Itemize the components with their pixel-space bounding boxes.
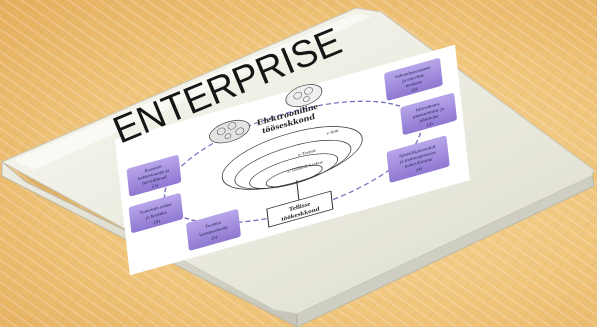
svg-text:ja ettevõtte: ja ettevõtte [401, 74, 425, 85]
center-connector [296, 180, 300, 201]
svg-text:(3): (3) [427, 122, 434, 128]
process-card-1: Koostöö kehtestamine ja huvirühmad (1) [126, 155, 182, 197]
svg-text:(1): (1) [152, 183, 159, 189]
svg-text:Koostöö: Koostöö [145, 165, 163, 174]
ring-label-2: e-Teenus [298, 149, 317, 158]
svg-text:teenuste: teenuste [406, 80, 423, 89]
svg-text:Infovahetus: Infovahetus [416, 102, 440, 113]
process-card-6: Tooteinfo esitus ja hooldus (6) [128, 193, 184, 233]
network-cloud-left [209, 119, 250, 144]
center-rings [221, 126, 363, 190]
process-card-2: Vahendusteenuste ja ettevõtte teenuste (… [384, 58, 443, 101]
svg-text:kontrollimine: kontrollimine [405, 158, 433, 170]
diagram-sheet: Elektrooniline tööseskkond e-liini e-Tee… [115, 44, 470, 276]
ring-label-1: e-liini [326, 129, 339, 137]
bottom-box [266, 190, 334, 228]
slab-highlight [14, 14, 372, 170]
svg-text:juhtimine: juhtimine [418, 114, 439, 124]
svg-text:(5): (5) [211, 235, 218, 241]
svg-text:(4): (4) [416, 167, 423, 173]
process-card-5: Toodete kasutuselevõtt (5) [186, 209, 241, 251]
process-card-4: Spetsifikatsioonid ja tootmisprotsess ko… [386, 135, 450, 183]
svg-text:(6): (6) [154, 219, 161, 225]
process-card-3: Infovahetus planeerimine ja juhtimine (3… [400, 93, 457, 135]
svg-text:huvirühmad: huvirühmad [142, 175, 167, 186]
svg-text:ja hooldus: ja hooldus [145, 211, 167, 221]
network-cloud-right [285, 84, 323, 107]
svg-text:Toodete: Toodete [205, 221, 221, 230]
svg-text:(2): (2) [411, 87, 418, 93]
